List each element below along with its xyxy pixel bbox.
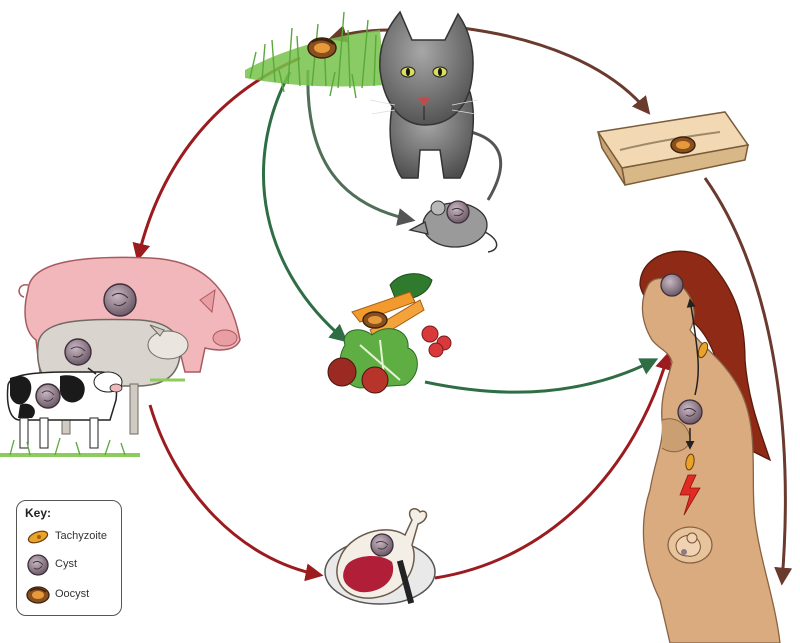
- key-item-cyst: Cyst: [25, 553, 121, 577]
- woman-tachyzoite-upper-icon: [697, 341, 709, 359]
- arrow-cat-to-litter: [461, 26, 651, 115]
- cat: [369, 10, 479, 179]
- arrow-vegetables-to-woman: [424, 358, 659, 394]
- key-label-oocyst: Oocyst: [55, 588, 90, 600]
- key-label-cyst: Cyst: [55, 558, 77, 570]
- fetus: [667, 526, 713, 564]
- vegetables: [327, 273, 452, 394]
- arrow-cat-to-soil: [328, 25, 391, 43]
- mouse-cyst-icon: [446, 200, 470, 224]
- oocyst-icon: [26, 586, 50, 604]
- arrow-cyst-to-brain: [686, 298, 700, 396]
- key-title: Key:: [25, 506, 52, 520]
- cow-cyst-icon: [35, 383, 61, 409]
- key-legend: Key: Tachyzoite Cyst Oocyst: [16, 500, 122, 616]
- arrow-soil-to-pig: [132, 56, 301, 262]
- arrow-livestock-to-meat: [148, 404, 324, 582]
- key-item-tachyzoite: Tachyzoite: [25, 525, 121, 549]
- cow: [6, 367, 123, 449]
- lightning-bolt-icon: [679, 474, 701, 516]
- arrow-soil-to-vegetables: [262, 71, 348, 343]
- woman-brain-cyst-icon: [660, 273, 684, 297]
- litter-box: [596, 111, 750, 186]
- tachyzoite-icon: [27, 530, 49, 544]
- arrow-meat-to-woman: [434, 351, 673, 580]
- pig-cyst-icon: [103, 283, 137, 317]
- mouse: [408, 200, 498, 253]
- meat: [324, 508, 436, 605]
- arrow-soil-to-mouse: [306, 69, 416, 226]
- meat-cyst-icon: [370, 533, 394, 557]
- arrow-litter-to-woman: [703, 177, 793, 586]
- soil-grass: [245, 11, 385, 99]
- woman-tachyzoite-lower-icon: [685, 453, 695, 471]
- key-item-oocyst: Oocyst: [25, 583, 121, 607]
- sheep-cyst-icon: [64, 338, 92, 366]
- livestock-grass: [0, 378, 185, 457]
- woman: [639, 250, 781, 643]
- key-label-tachyzoite: Tachyzoite: [55, 530, 107, 542]
- cyst-icon: [27, 554, 49, 576]
- woman-body-cyst-icon: [677, 399, 703, 425]
